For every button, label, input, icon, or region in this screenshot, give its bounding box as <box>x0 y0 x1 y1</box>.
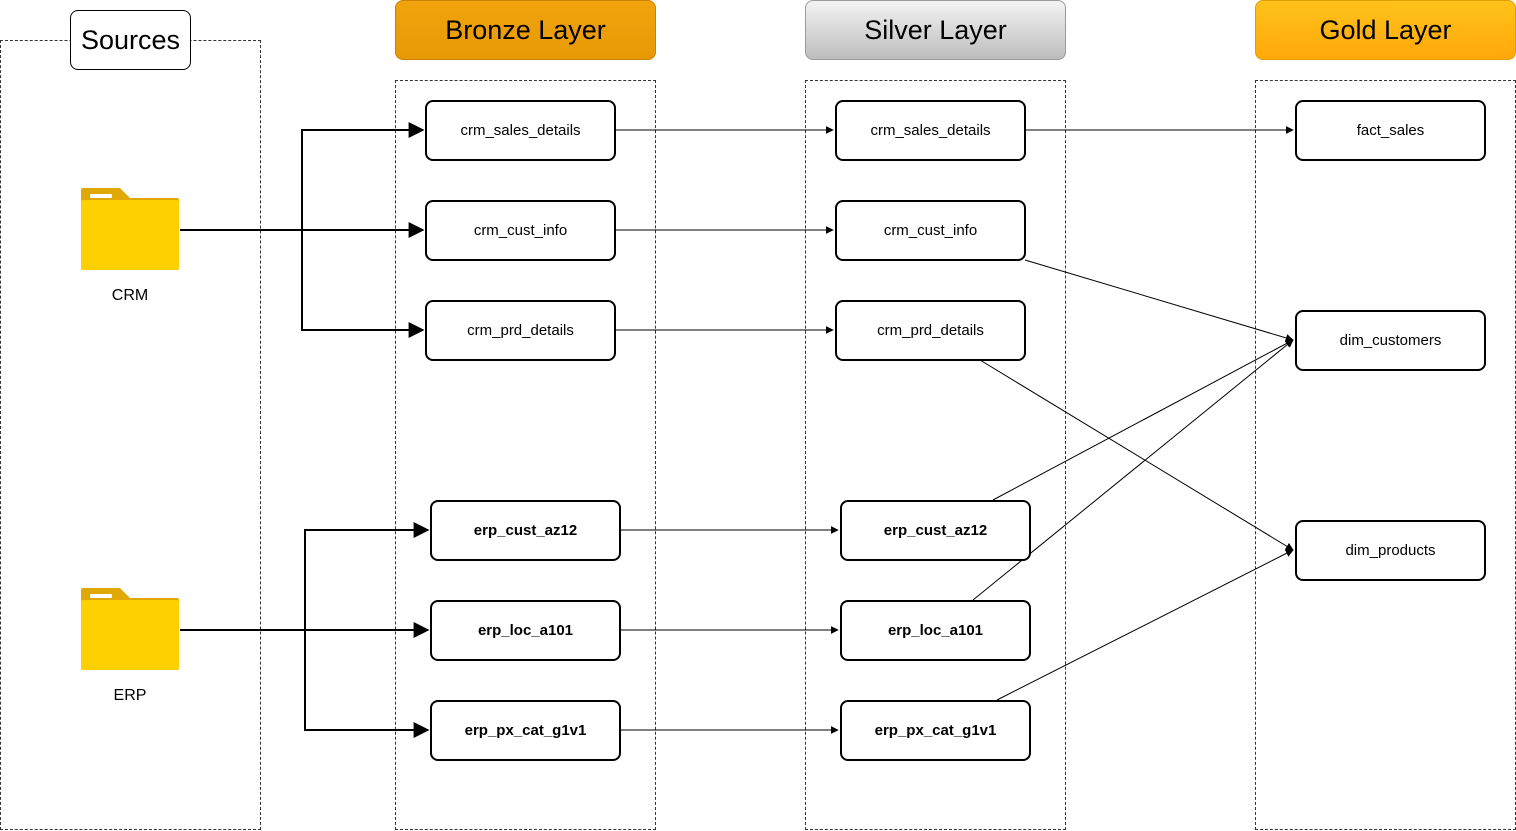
silver-crm-sales-details: crm_sales_details <box>835 100 1026 161</box>
silver-erp-loc-a101: erp_loc_a101 <box>840 600 1031 661</box>
erp-to-bronze-links <box>180 522 430 738</box>
gold-dim-products: dim_products <box>1295 520 1486 581</box>
erp-folder-icon <box>80 588 180 675</box>
sources-header: Sources <box>70 10 191 70</box>
bronze-container <box>395 80 656 830</box>
crm-folder-icon <box>80 188 180 275</box>
bronze-erp-loc-a101: erp_loc_a101 <box>430 600 621 661</box>
silver-erp-px-cat-g1v1: erp_px_cat_g1v1 <box>840 700 1031 761</box>
silver-container <box>805 80 1066 830</box>
silver-erp-cust-az12: erp_cust_az12 <box>840 500 1031 561</box>
bronze-to-silver-links <box>615 126 839 734</box>
silver-crm-cust-info: crm_cust_info <box>835 200 1026 261</box>
bronze-layer-header: Bronze Layer <box>395 0 656 60</box>
bronze-crm-prd-details: crm_prd_details <box>425 300 616 361</box>
erp-label: ERP <box>113 687 147 704</box>
gold-fact-sales: fact_sales <box>1295 100 1486 161</box>
bronze-crm-sales-details: crm_sales_details <box>425 100 616 161</box>
bronze-crm-cust-info: crm_cust_info <box>425 200 616 261</box>
bronze-erp-cust-az12: erp_cust_az12 <box>430 500 621 561</box>
bronze-erp-px-cat-g1v1: erp_px_cat_g1v1 <box>430 700 621 761</box>
gold-dim-customers: dim_customers <box>1295 310 1486 371</box>
crm-label: CRM <box>111 287 149 304</box>
silver-layer-header: Silver Layer <box>805 0 1066 60</box>
crm-to-bronze-links <box>180 122 425 338</box>
silver-crm-prd-details: crm_prd_details <box>835 300 1026 361</box>
gold-layer-header: Gold Layer <box>1255 0 1516 60</box>
